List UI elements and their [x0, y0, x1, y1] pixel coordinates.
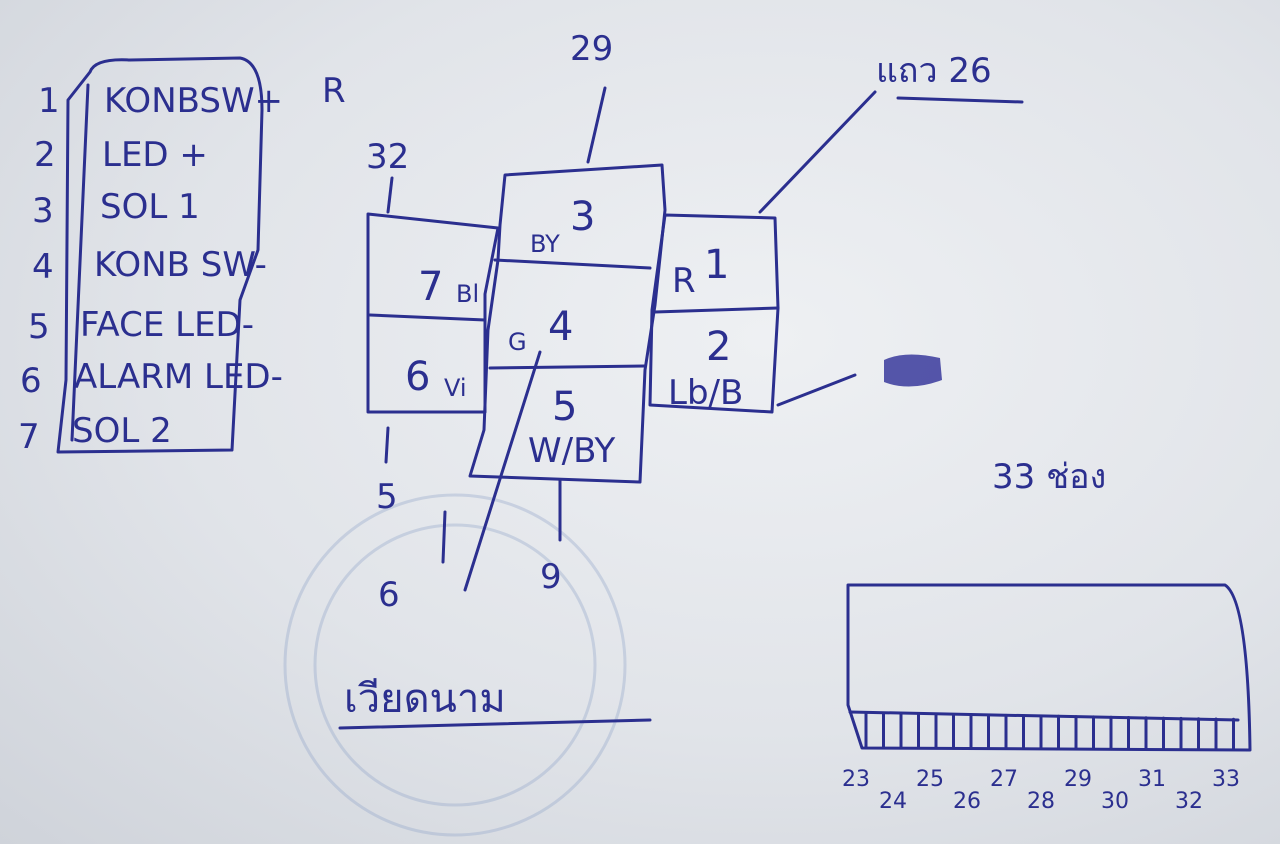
- label-6: 6: [378, 575, 400, 615]
- legend-num-5: 5: [28, 307, 50, 347]
- pin-legend: 1 KONBSW+ R 2 LED + 3 SOL 1 4 KONB SW- 5…: [18, 56, 346, 457]
- legend-divider: [70, 83, 90, 442]
- legend-label-1: KONBSW+: [104, 81, 283, 121]
- faded-stamp: [283, 493, 627, 837]
- cell-7-color: Bl: [456, 280, 479, 308]
- strip-pin-label: 28: [1027, 789, 1055, 814]
- label-5: 5: [376, 477, 398, 517]
- label-row-26: แถว 26: [876, 51, 992, 91]
- cell-2-color: Lb/B: [668, 373, 743, 413]
- strip-pin-label: 26: [953, 789, 981, 814]
- strip-pin-label: 23: [842, 767, 870, 792]
- label-32: 32: [366, 137, 409, 177]
- strip-teeth: [864, 711, 1235, 750]
- cell-7-num: 7: [418, 264, 443, 310]
- legend-suffix: R: [322, 71, 346, 111]
- strip-pin-label: 33: [1212, 767, 1240, 792]
- cell-1-color: R: [672, 261, 696, 301]
- lead-lb-b: [776, 373, 857, 407]
- bottom-title: เวียดนาม: [344, 676, 506, 722]
- label-9: 9: [540, 557, 562, 597]
- strip-pin-label: 30: [1101, 789, 1129, 814]
- cell-2-num: 2: [706, 324, 731, 370]
- cell-5-color: W/BY: [528, 431, 616, 471]
- cell-3-color: BY: [530, 230, 560, 258]
- legend-label-5: FACE LED-: [80, 305, 254, 345]
- legend-label-4: KONB SW-: [94, 245, 267, 285]
- center-column: [468, 163, 667, 484]
- cell-5-num: 5: [552, 384, 577, 430]
- legend-box: [56, 56, 264, 454]
- lead-32: [386, 176, 394, 214]
- channel-count-note: 33 ช่อง: [992, 457, 1106, 497]
- legend-num-2: 2: [34, 135, 56, 175]
- legend-label-6: ALARM LED-: [74, 357, 283, 397]
- ink-scribble: [884, 354, 942, 387]
- cell-1-num: 1: [704, 242, 729, 288]
- cell-3-num: 3: [570, 194, 595, 240]
- right-block: [648, 213, 780, 414]
- cell-6-num: 6: [405, 354, 430, 400]
- legend-num-4: 4: [32, 247, 54, 287]
- lead-29: [586, 86, 607, 164]
- legend-num-6: 6: [20, 361, 42, 401]
- label-29: 29: [570, 29, 613, 69]
- lead-6: [441, 510, 447, 564]
- legend-num-7: 7: [18, 417, 40, 457]
- strip-pin-label: 29: [1064, 767, 1092, 792]
- strip-pin-label: 32: [1175, 789, 1203, 814]
- strip-pin-label: 31: [1138, 767, 1166, 792]
- connector-sketch: 29 32 BY 3 7 Bl R 1 G 4 6 Vi 2 Lb/B 5 W/…: [338, 29, 1024, 730]
- legend-label-7: SOL 2: [72, 411, 172, 451]
- cell-4-color: G: [508, 328, 527, 356]
- cell-4-num: 4: [548, 304, 573, 350]
- legend-label-3: SOL 1: [100, 187, 200, 227]
- strip-pin-label: 25: [916, 767, 944, 792]
- lead-row-26: [758, 90, 877, 214]
- legend-num-3: 3: [32, 191, 54, 231]
- strip-pin-label: 27: [990, 767, 1018, 792]
- left-block: [366, 212, 500, 414]
- cell-6-color: Vi: [444, 374, 467, 402]
- strip-labels: 23 24 25 26 27 28 29 30 31 32 33: [842, 767, 1240, 814]
- strip-outline: [846, 583, 1252, 752]
- lead-6-diagonal: [463, 350, 542, 592]
- lead-5: [384, 426, 390, 464]
- pin-strip: 23 24 25 26 27 28 29 30 31 32 33: [842, 583, 1252, 814]
- strip-pin-label: 24: [879, 789, 907, 814]
- legend-num-1: 1: [38, 81, 60, 121]
- legend-label-2: LED +: [102, 135, 208, 175]
